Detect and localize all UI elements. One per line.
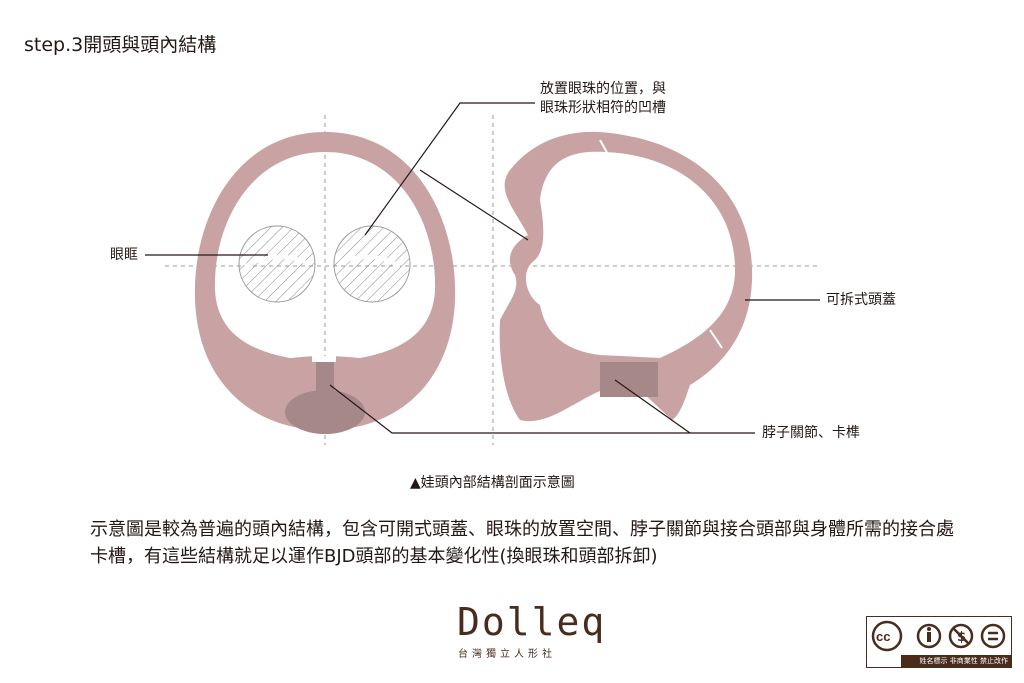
label-eye-position-2: 眼珠形狀相符的凹槽 (540, 100, 666, 116)
noncommercial-icon (948, 623, 974, 649)
attribution-icon (916, 623, 942, 649)
diagram-caption: ▲娃頭內部結構剖面示意圖 (410, 475, 575, 491)
page-title: step.3開頭與頭內結構 (24, 34, 217, 56)
svg-text:cc: cc (876, 629, 890, 644)
description: 示意圖是較為普遍的頭內結構，包含可開式頭蓋、眼珠的放置空間、脖子關節與接合頭部與… (90, 519, 954, 567)
label-neck-joint: 脖子關節、卡榫 (762, 425, 860, 441)
label-skull-cap: 可拆式頭蓋 (826, 292, 896, 308)
side-head (499, 131, 753, 422)
left-eye-socket (238, 225, 316, 303)
svg-text:$: $ (957, 630, 966, 645)
leader-lines (145, 102, 820, 434)
label-eye-position-1: 放置眼珠的位置，與 (540, 81, 666, 97)
noderivs-icon (980, 623, 1006, 649)
logo-subtitle: 台灣獨立人形社 (458, 649, 556, 660)
cc-license-badge: cc $ 姓名標示 非商業性 禁止改作 (866, 616, 1012, 668)
license-text: 姓名標示 非商業性 禁止改作 (901, 655, 1011, 667)
label-eye-socket: 眼眶 (110, 247, 138, 263)
front-head (194, 132, 456, 434)
logo: Dolleq (457, 600, 607, 644)
cc-icon (871, 620, 903, 652)
